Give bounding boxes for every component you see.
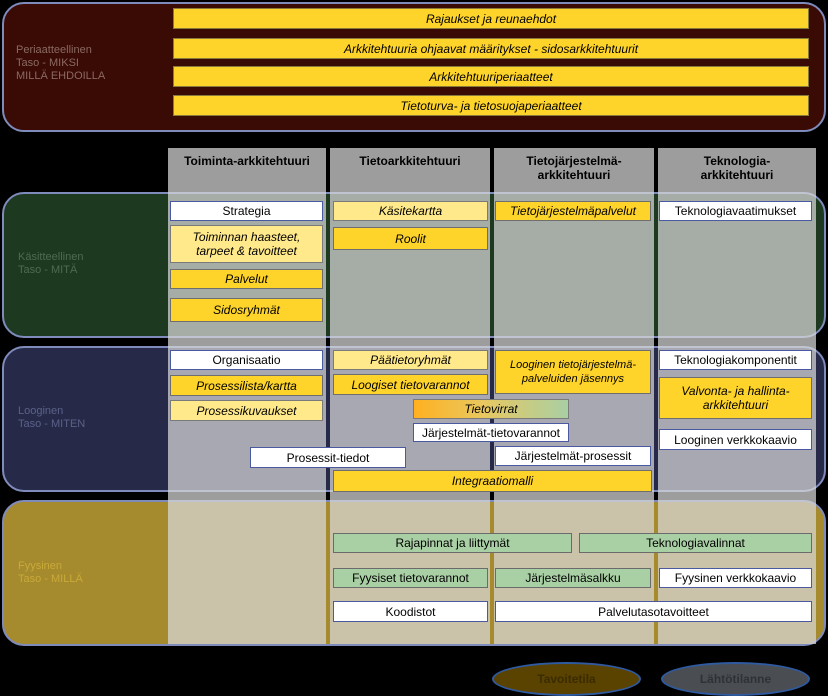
logical-label-line2: Taso - MITEN: [18, 418, 86, 430]
box-kasitekartta: Käsitekartta: [333, 201, 488, 221]
conceptual-label-line1: Käsitteellinen: [18, 251, 84, 263]
legend-lahtotilanne: Lähtötilanne: [661, 662, 810, 696]
box-toiminnan-haasteet: Toiminnan haasteet, tarpeet & tavoitteet: [170, 225, 323, 263]
conceptual-label-line2: Taso - MITÄ: [18, 264, 78, 276]
column-bg-tietojarjestelma: [494, 148, 654, 644]
box-fyysiset-tietovarannot: Fyysiset tietovarannot: [333, 568, 488, 588]
logical-label-line1: Looginen: [18, 405, 64, 417]
box-organisaatio: Organisaatio: [170, 350, 323, 370]
box-rajapinnat: Rajapinnat ja liittymät: [333, 533, 572, 553]
logical-band-label: Looginen Taso - MITEN: [18, 405, 85, 431]
box-teknologiavalinnat: Teknologiavalinnat: [579, 533, 812, 553]
legend-tavoitetila: Tavoitetila: [492, 662, 641, 696]
conceptual-band-label: Käsitteellinen Taso - MITÄ: [18, 251, 83, 277]
box-loogiset-tietovarannot: Loogiset tietovarannot: [333, 374, 488, 395]
principle-band-label-line2: Taso - MIKSI: [16, 57, 79, 69]
box-jarjestelmat-prosessit: Järjestelmät-prosessit: [495, 446, 651, 466]
box-prosessit-tiedot: Prosessit-tiedot: [250, 447, 406, 468]
box-tietovirrat: Tietovirrat: [413, 399, 569, 419]
bar-rajaukset: Rajaukset ja reunaehdot: [173, 8, 809, 29]
bar-maaritykset: Arkkitehtuuria ohjaavat määritykset - si…: [173, 38, 809, 59]
principle-band-label-line1: Periaatteellinen: [16, 44, 92, 56]
box-koodistot: Koodistot: [333, 601, 488, 622]
box-prosessikuvaukset: Prosessikuvaukset: [170, 400, 323, 421]
box-teknologiavaatimukset: Teknologiavaatimukset: [659, 201, 812, 221]
box-sidosryhmat: Sidosryhmät: [170, 298, 323, 322]
principle-band-label: Periaatteellinen Taso - MIKSI MILLÄ EHDO…: [16, 44, 105, 83]
physical-label-line2: Taso - MILLÄ: [18, 573, 83, 585]
column-header-toiminta: Toiminta-arkkitehtuuri: [184, 154, 310, 168]
box-teknologiakomponentit: Teknologiakomponentit: [659, 350, 812, 370]
box-tietojarjestelmapalvelut: Tietojärjestelmäpalvelut: [495, 201, 651, 221]
box-looginen-verkkokaavio: Looginen verkkokaavio: [659, 429, 812, 450]
column-bg-toiminta: [168, 148, 326, 644]
box-fyysinen-verkkokaavio: Fyysinen verkkokaavio: [659, 568, 812, 588]
box-palvelut: Palvelut: [170, 269, 323, 289]
column-header-tietojarjestelma: Tietojärjestelmä- arkkitehtuuri: [526, 154, 622, 182]
box-palvelutasotavoitteet: Palvelutasotavoitteet: [495, 601, 812, 622]
box-integraatiomalli: Integraatiomalli: [333, 470, 652, 492]
bar-periaatteet: Arkkitehtuuriperiaatteet: [173, 66, 809, 87]
physical-band-label: Fyysinen Taso - MILLÄ: [18, 560, 83, 586]
column-header-teknologia: Teknologia- arkkitehtuuri: [700, 154, 774, 182]
box-jarjestelmat-tietovarannot: Järjestelmät-tietovarannot: [413, 423, 569, 442]
physical-label-line1: Fyysinen: [18, 560, 63, 572]
box-strategia: Strategia: [170, 201, 323, 221]
box-jarjestelmasalkku: Järjestelmäsalkku: [495, 568, 651, 588]
column-header-tieto: Tietoarkkitehtuuri: [359, 154, 461, 168]
principle-band-label-line3: MILLÄ EHDOILLA: [16, 70, 106, 82]
box-paatietoryhmat: Päätietoryhmät: [333, 350, 488, 370]
box-roolit: Roolit: [333, 227, 488, 250]
box-prosessilista: Prosessilista/kartta: [170, 375, 323, 396]
box-looginen-tj-jasennys: Looginen tietojärjestelmä- palveluiden j…: [495, 350, 651, 394]
bar-tietoturva: Tietoturva- ja tietosuojaperiaatteet: [173, 95, 809, 116]
box-valvonta-hallinta: Valvonta- ja hallinta- arkkitehtuuri: [659, 377, 812, 419]
